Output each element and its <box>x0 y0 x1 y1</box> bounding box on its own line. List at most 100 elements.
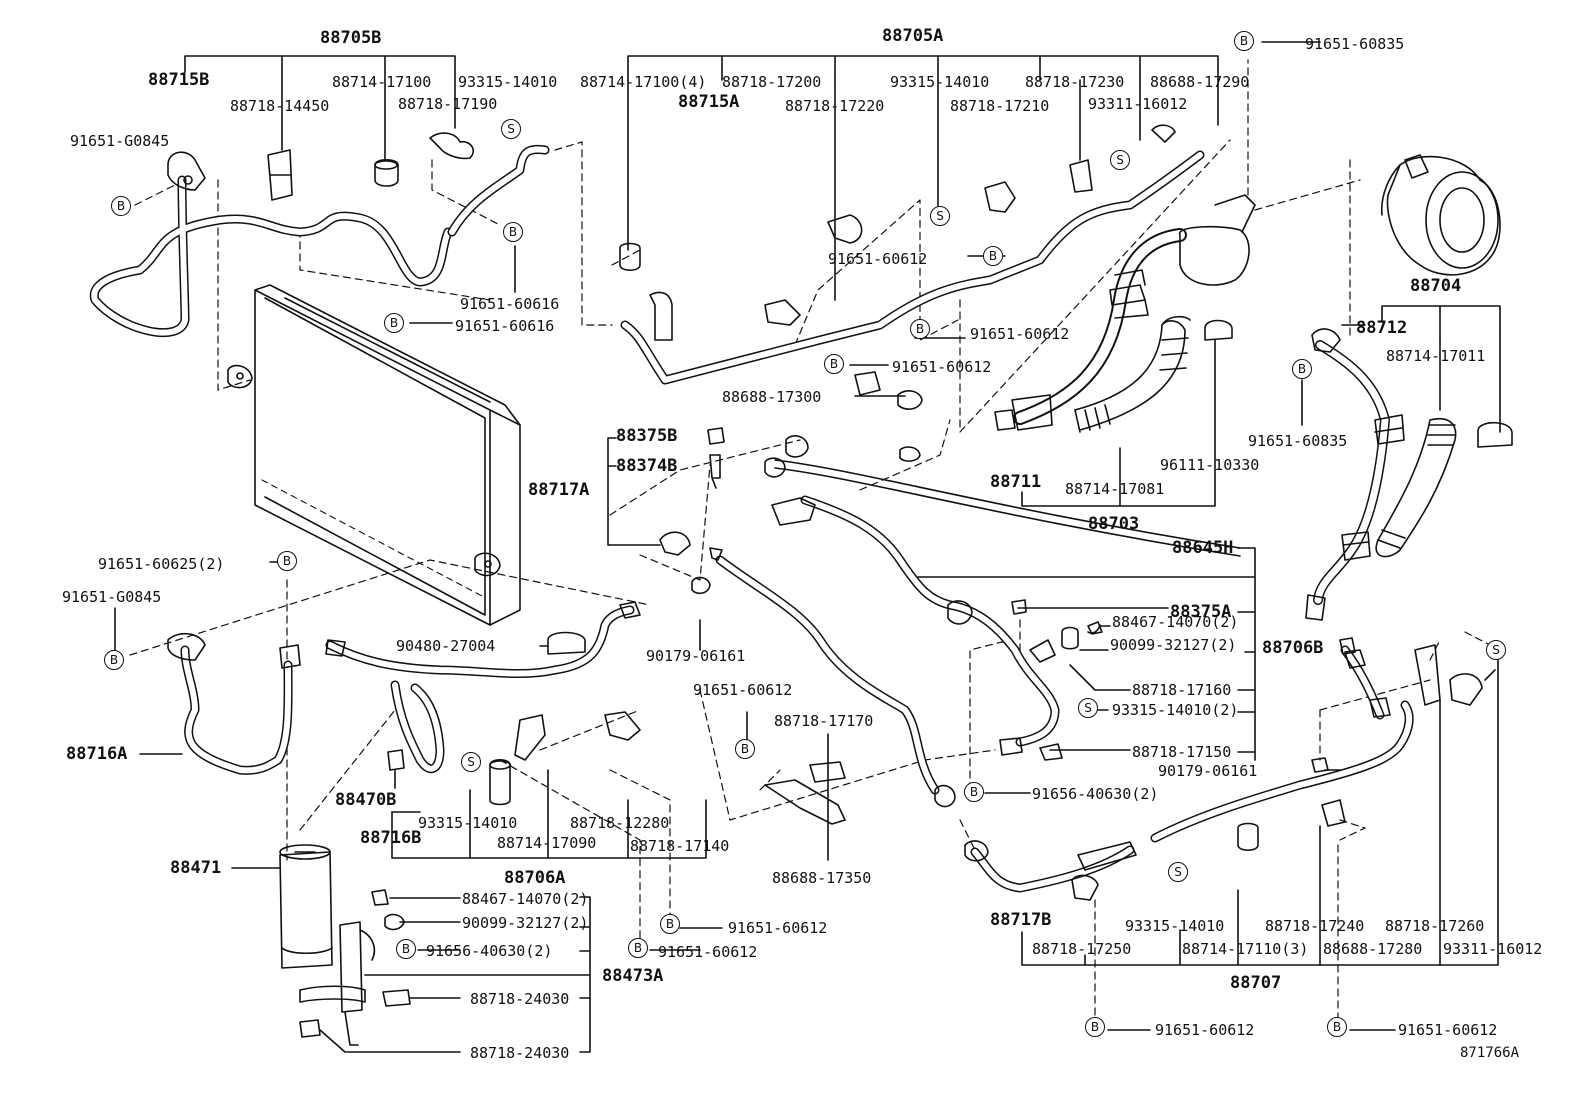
bolt-marker: B <box>396 939 416 959</box>
label-88717A: 88717A <box>528 480 590 500</box>
label-93315-14010-c: 93315-14010(2) <box>1112 701 1239 719</box>
clip-marker: S <box>1110 150 1130 170</box>
bolt-marker: B <box>964 782 984 802</box>
label-88645H: 88645H <box>1172 538 1234 558</box>
label-88705A: 88705A <box>882 26 944 46</box>
label-91651-60835-a: 91651-60835 <box>1305 35 1405 53</box>
label-88718-17170: 88718-17170 <box>774 712 874 730</box>
label-88718-17190: 88718-17190 <box>398 95 498 113</box>
bolt-marker: B <box>735 739 755 759</box>
condenser <box>227 284 521 626</box>
label-91656-40630-b: 91656-40630(2) <box>426 942 553 960</box>
bolt-marker: B <box>503 222 523 242</box>
label-88718-17210: 88718-17210 <box>950 97 1050 115</box>
label-93315-14010-b: 93315-14010 <box>890 73 990 91</box>
bolt-marker: B <box>983 246 1003 266</box>
label-88716A: 88716A <box>66 744 128 764</box>
label-88718-17150: 88718-17150 <box>1132 743 1232 761</box>
label-88688-17350: 88688-17350 <box>772 869 872 887</box>
label-88705B: 88705B <box>320 28 382 48</box>
label-88688-17300: 88688-17300 <box>722 388 822 406</box>
label-88467-14070-b: 88467-14070(2) <box>462 890 589 908</box>
label-88712: 88712 <box>1356 318 1408 338</box>
label-93311-16012-a: 93311-16012 <box>1088 95 1188 113</box>
label-91651-60612-h: 91651-60612 <box>1398 1021 1498 1039</box>
label-88711: 88711 <box>990 472 1042 492</box>
label-88706B: 88706B <box>1262 638 1324 658</box>
reference-number: 871766A <box>1460 1045 1520 1061</box>
clip-marker: S <box>1078 698 1098 718</box>
group-brackets <box>184 55 1501 1053</box>
label-96111-10330: 96111-10330 <box>1160 456 1260 474</box>
label-88718-12280: 88718-12280 <box>570 814 670 832</box>
label-91651-60616-a: 91651-60616 <box>460 295 560 313</box>
bolt-marker: B <box>628 938 648 958</box>
label-90179-06161-a: 90179-06161 <box>646 647 746 665</box>
label-88704: 88704 <box>1410 276 1462 296</box>
label-88706A: 88706A <box>504 868 566 888</box>
clip-marker: S <box>1486 640 1506 660</box>
label-88688-17280: 88688-17280 <box>1323 940 1423 958</box>
label-88688-17290: 88688-17290 <box>1150 73 1250 91</box>
dashed-lines <box>129 59 1491 1019</box>
label-91651-G0845-b: 91651-G0845 <box>62 588 162 606</box>
label-88718-17220: 88718-17220 <box>785 97 885 115</box>
bolt-marker: B <box>1085 1017 1105 1037</box>
label-91651-60612-c: 91651-60612 <box>892 358 992 376</box>
leader-lines <box>114 41 1501 1053</box>
label-90179-06161-b: 90179-06161 <box>1158 762 1258 780</box>
fittings <box>167 124 1513 1046</box>
label-93315-14010-e: 93315-14010 <box>1125 917 1225 935</box>
clip-marker: S <box>461 752 481 772</box>
label-88718-24030-a: 88718-24030 <box>470 990 570 1008</box>
label-88374B: 88374B <box>616 456 678 476</box>
label-91651-60625: 91651-60625(2) <box>98 555 225 573</box>
label-88473A: 88473A <box>602 966 664 986</box>
label-91651-G0845-a: 91651-G0845 <box>70 132 170 150</box>
label-90099-32127-a: 90099-32127(2) <box>1110 636 1237 654</box>
label-91651-60616-b: 91651-60616 <box>455 317 555 335</box>
label-88703: 88703 <box>1088 514 1140 534</box>
label-91651-60835-b: 91651-60835 <box>1248 432 1348 450</box>
label-88714-17090: 88714-17090 <box>497 834 597 852</box>
bolt-marker: B <box>824 354 844 374</box>
bolt-marker: B <box>277 551 297 571</box>
bolt-marker: B <box>1292 359 1312 379</box>
label-88714-17100-a: 88714-17100 <box>332 73 432 91</box>
label-88718-17230: 88718-17230 <box>1025 73 1125 91</box>
label-88707: 88707 <box>1230 973 1282 993</box>
label-88715B: 88715B <box>148 70 210 90</box>
label-88470B: 88470B <box>335 790 397 810</box>
bolt-marker: B <box>1327 1017 1347 1037</box>
label-90480-27004: 90480-27004 <box>396 637 496 655</box>
label-91651-60612-f: 91651-60612 <box>658 943 758 961</box>
label-88718-17240: 88718-17240 <box>1265 917 1365 935</box>
clip-marker: S <box>501 119 521 139</box>
label-90099-32127-b: 90099-32127(2) <box>462 914 589 932</box>
label-88718-17200: 88718-17200 <box>722 73 822 91</box>
label-91651-60612-d: 91651-60612 <box>693 681 793 699</box>
label-91651-60612-g: 91651-60612 <box>1155 1021 1255 1039</box>
bolt-marker: B <box>384 313 404 333</box>
label-88714-17110: 88714-17110(3) <box>1182 940 1309 958</box>
label-88718-14450: 88718-14450 <box>230 97 330 115</box>
label-88718-24030-b: 88718-24030 <box>470 1044 570 1062</box>
label-88714-17100-b: 88714-17100(4) <box>580 73 707 91</box>
label-88718-17260: 88718-17260 <box>1385 917 1485 935</box>
label-88714-17011: 88714-17011 <box>1386 347 1486 365</box>
bolt-marker: B <box>111 196 131 216</box>
label-93315-14010-d: 93315-14010 <box>418 814 518 832</box>
label-91651-60612-b: 91651-60612 <box>970 325 1070 343</box>
bolt-marker: B <box>1234 31 1254 51</box>
label-91651-60612-e: 91651-60612 <box>728 919 828 937</box>
label-88714-17081: 88714-17081 <box>1065 480 1165 498</box>
label-91651-60612-a: 91651-60612 <box>828 250 928 268</box>
clip-marker: S <box>930 206 950 226</box>
label-88716B: 88716B <box>360 828 422 848</box>
label-88718-17140: 88718-17140 <box>630 837 730 855</box>
bolt-marker: B <box>104 650 124 670</box>
label-88715A: 88715A <box>678 92 740 112</box>
label-88718-17160: 88718-17160 <box>1132 681 1232 699</box>
label-93311-16012-b: 93311-16012 <box>1443 940 1543 958</box>
